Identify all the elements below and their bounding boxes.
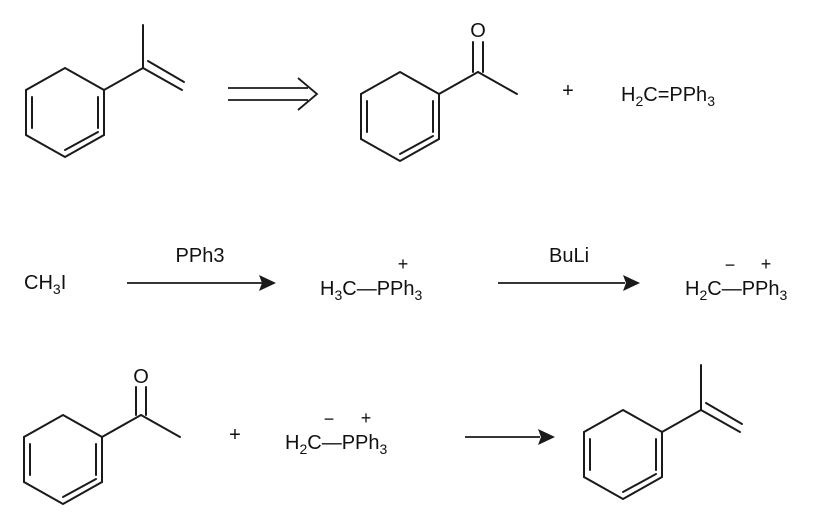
phosphonium-positive-charge: +	[398, 254, 409, 274]
plus-sign-wittig: +	[229, 424, 241, 446]
methyl-phosphonium-label: H3C—PPh3	[320, 278, 423, 303]
phosphorus-ylide-label: H2C—PPh3	[685, 278, 788, 303]
reaction-arrow-step-2	[498, 275, 640, 291]
ylide-positive-charge: +	[361, 408, 372, 428]
triphenylphosphine-reagent-label: PPh3	[176, 245, 225, 267]
reaction-arrow-step-1	[127, 275, 276, 291]
methylene-ylide-label: H2C=PPh3	[621, 84, 715, 109]
butyllithium-reagent-label: BuLi	[549, 245, 589, 267]
retrosynthetic-arrow	[228, 77, 319, 111]
methyl-iodide-label: CH3I	[24, 272, 66, 297]
plus-sign-retro: +	[562, 80, 574, 102]
alpha-methylstyrene-product	[583, 364, 743, 501]
ylide-positive-charge: +	[761, 254, 772, 274]
reaction-arrow-step-3	[465, 429, 555, 445]
alpha-methylstyrene-target	[25, 24, 185, 159]
ylide-negative-charge: −	[324, 409, 335, 429]
oxygen-atom-label: O	[470, 20, 486, 42]
ylide-negative-charge: −	[725, 255, 736, 275]
acetophenone-retro: O	[360, 20, 518, 163]
acetophenone-reactant: O	[23, 366, 181, 506]
oxygen-atom-label: O	[133, 366, 149, 388]
phosphorus-ylide-reactant-label: H2C—PPh3	[285, 432, 388, 457]
